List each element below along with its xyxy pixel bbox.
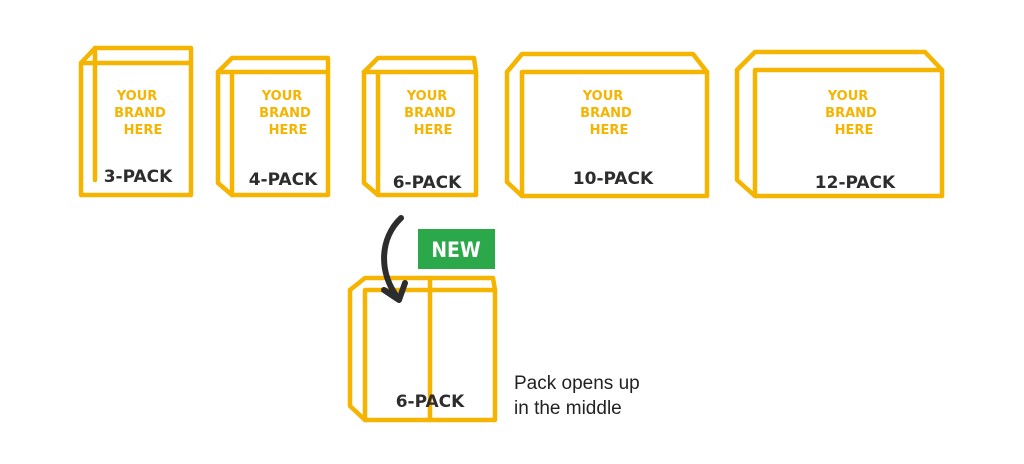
box-4-pack bbox=[215, 55, 331, 198]
brand-text-3-pack: YOUR BRAND HERE bbox=[114, 89, 166, 138]
svg-text:BRAND: BRAND bbox=[580, 106, 632, 121]
svg-text:YOUR: YOUR bbox=[261, 89, 303, 104]
label-4-pack: 4-PACK bbox=[249, 170, 318, 190]
svg-text:HERE: HERE bbox=[124, 123, 163, 138]
svg-text:YOUR: YOUR bbox=[582, 89, 624, 104]
svg-text:BRAND: BRAND bbox=[404, 106, 456, 121]
svg-text:BRAND: BRAND bbox=[259, 106, 311, 121]
svg-text:HERE: HERE bbox=[269, 123, 308, 138]
label-10-pack: 10-PACK bbox=[573, 169, 654, 189]
label-3-pack: 3-PACK bbox=[104, 167, 173, 187]
svg-text:HERE: HERE bbox=[414, 123, 453, 138]
brand-text-12-pack: YOUR BRAND HERE bbox=[825, 89, 877, 138]
new-pack-caption: Pack opens up in the middle bbox=[514, 371, 640, 421]
brand-text-6-pack: YOUR BRAND HERE bbox=[404, 89, 456, 138]
brand-text-10-pack: YOUR BRAND HERE bbox=[580, 89, 632, 138]
svg-text:YOUR: YOUR bbox=[116, 89, 158, 104]
label-new-6-pack: 6-PACK bbox=[396, 392, 465, 412]
box-6-pack bbox=[361, 55, 479, 198]
box-10-pack bbox=[504, 51, 710, 199]
svg-text:HERE: HERE bbox=[590, 123, 629, 138]
label-6-pack: 6-PACK bbox=[393, 173, 462, 193]
brand-text-4-pack: YOUR BRAND HERE bbox=[259, 89, 311, 138]
curved-arrow-icon bbox=[381, 215, 408, 303]
svg-text:YOUR: YOUR bbox=[827, 89, 869, 104]
box-new-6-pack bbox=[347, 275, 498, 423]
svg-text:BRAND: BRAND bbox=[825, 106, 877, 121]
new-badge: NEW bbox=[418, 229, 495, 269]
label-12-pack: 12-PACK bbox=[815, 173, 896, 193]
svg-text:YOUR: YOUR bbox=[406, 89, 448, 104]
box-3-pack bbox=[78, 45, 194, 198]
caption-line-1: Pack opens up bbox=[514, 373, 640, 394]
svg-text:BRAND: BRAND bbox=[114, 106, 166, 121]
svg-text:HERE: HERE bbox=[835, 123, 874, 138]
caption-line-2: in the middle bbox=[514, 398, 622, 419]
new-badge-text: NEW bbox=[431, 238, 481, 262]
box-12-pack bbox=[734, 49, 945, 199]
